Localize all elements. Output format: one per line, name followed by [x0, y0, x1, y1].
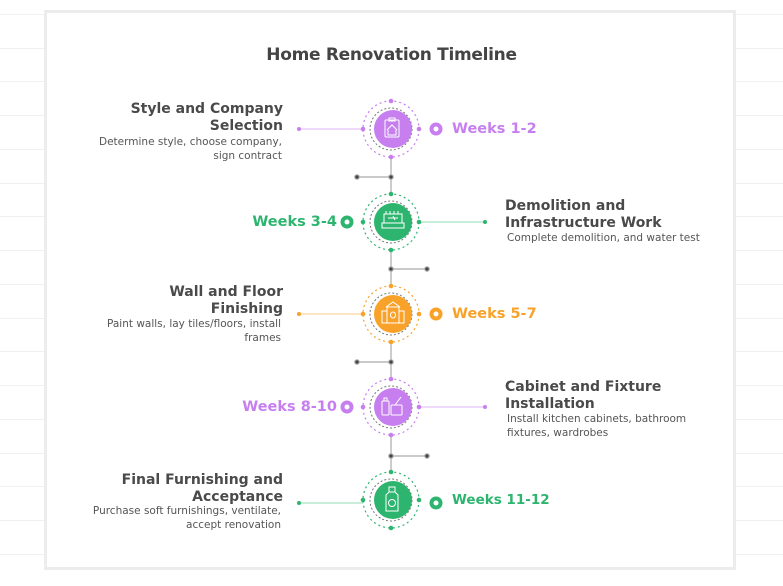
step-2-weeks: Weeks 3-4: [252, 214, 337, 230]
timeline-node-2: [340, 191, 487, 253]
branch-connectors: [354, 174, 430, 459]
step-1-description: Determine style, choose company, sign co…: [99, 136, 282, 162]
step-1-weeks: Weeks 1-2: [452, 121, 537, 137]
step-4-weeks: Weeks 8-10: [242, 399, 337, 415]
step-3-weeks: Weeks 5-7: [452, 306, 537, 322]
timeline-node-1: [297, 98, 443, 160]
step-3-heading: Wall and Floor Finishing: [169, 284, 283, 317]
timeline-node-4: [340, 376, 487, 438]
step-4-description: Install kitchen cabinets, bathroom fixtu…: [507, 413, 687, 439]
clipboard-house-icon: [384, 117, 400, 138]
cleaning-supplies-icon: [381, 396, 403, 416]
step-2-description: Complete demolition, and water test: [507, 232, 700, 244]
step-4-heading: Cabinet and Fixture Installation: [505, 379, 662, 412]
building-icon: [381, 301, 405, 324]
step-1-heading: Style and Company Selection: [130, 101, 283, 134]
step-2-heading: Demolition and Infrastructure Work: [505, 198, 662, 231]
step-3-description: Paint walls, lay tiles/floors, install f…: [107, 318, 281, 344]
diagram-title: Home Renovation Timeline: [266, 45, 517, 65]
diagram-frame: [44, 10, 736, 570]
step-5-heading: Final Furnishing and Acceptance: [121, 472, 283, 505]
step-5-description: Purchase soft furnishings, ventilate, ac…: [92, 505, 281, 531]
step-5-weeks: Weeks 11-12: [452, 492, 550, 508]
construction-icon: [381, 211, 405, 229]
timeline-node-3: [297, 283, 443, 345]
diffuser-bottle-icon: [385, 486, 399, 512]
timeline-node-5: [297, 469, 443, 531]
